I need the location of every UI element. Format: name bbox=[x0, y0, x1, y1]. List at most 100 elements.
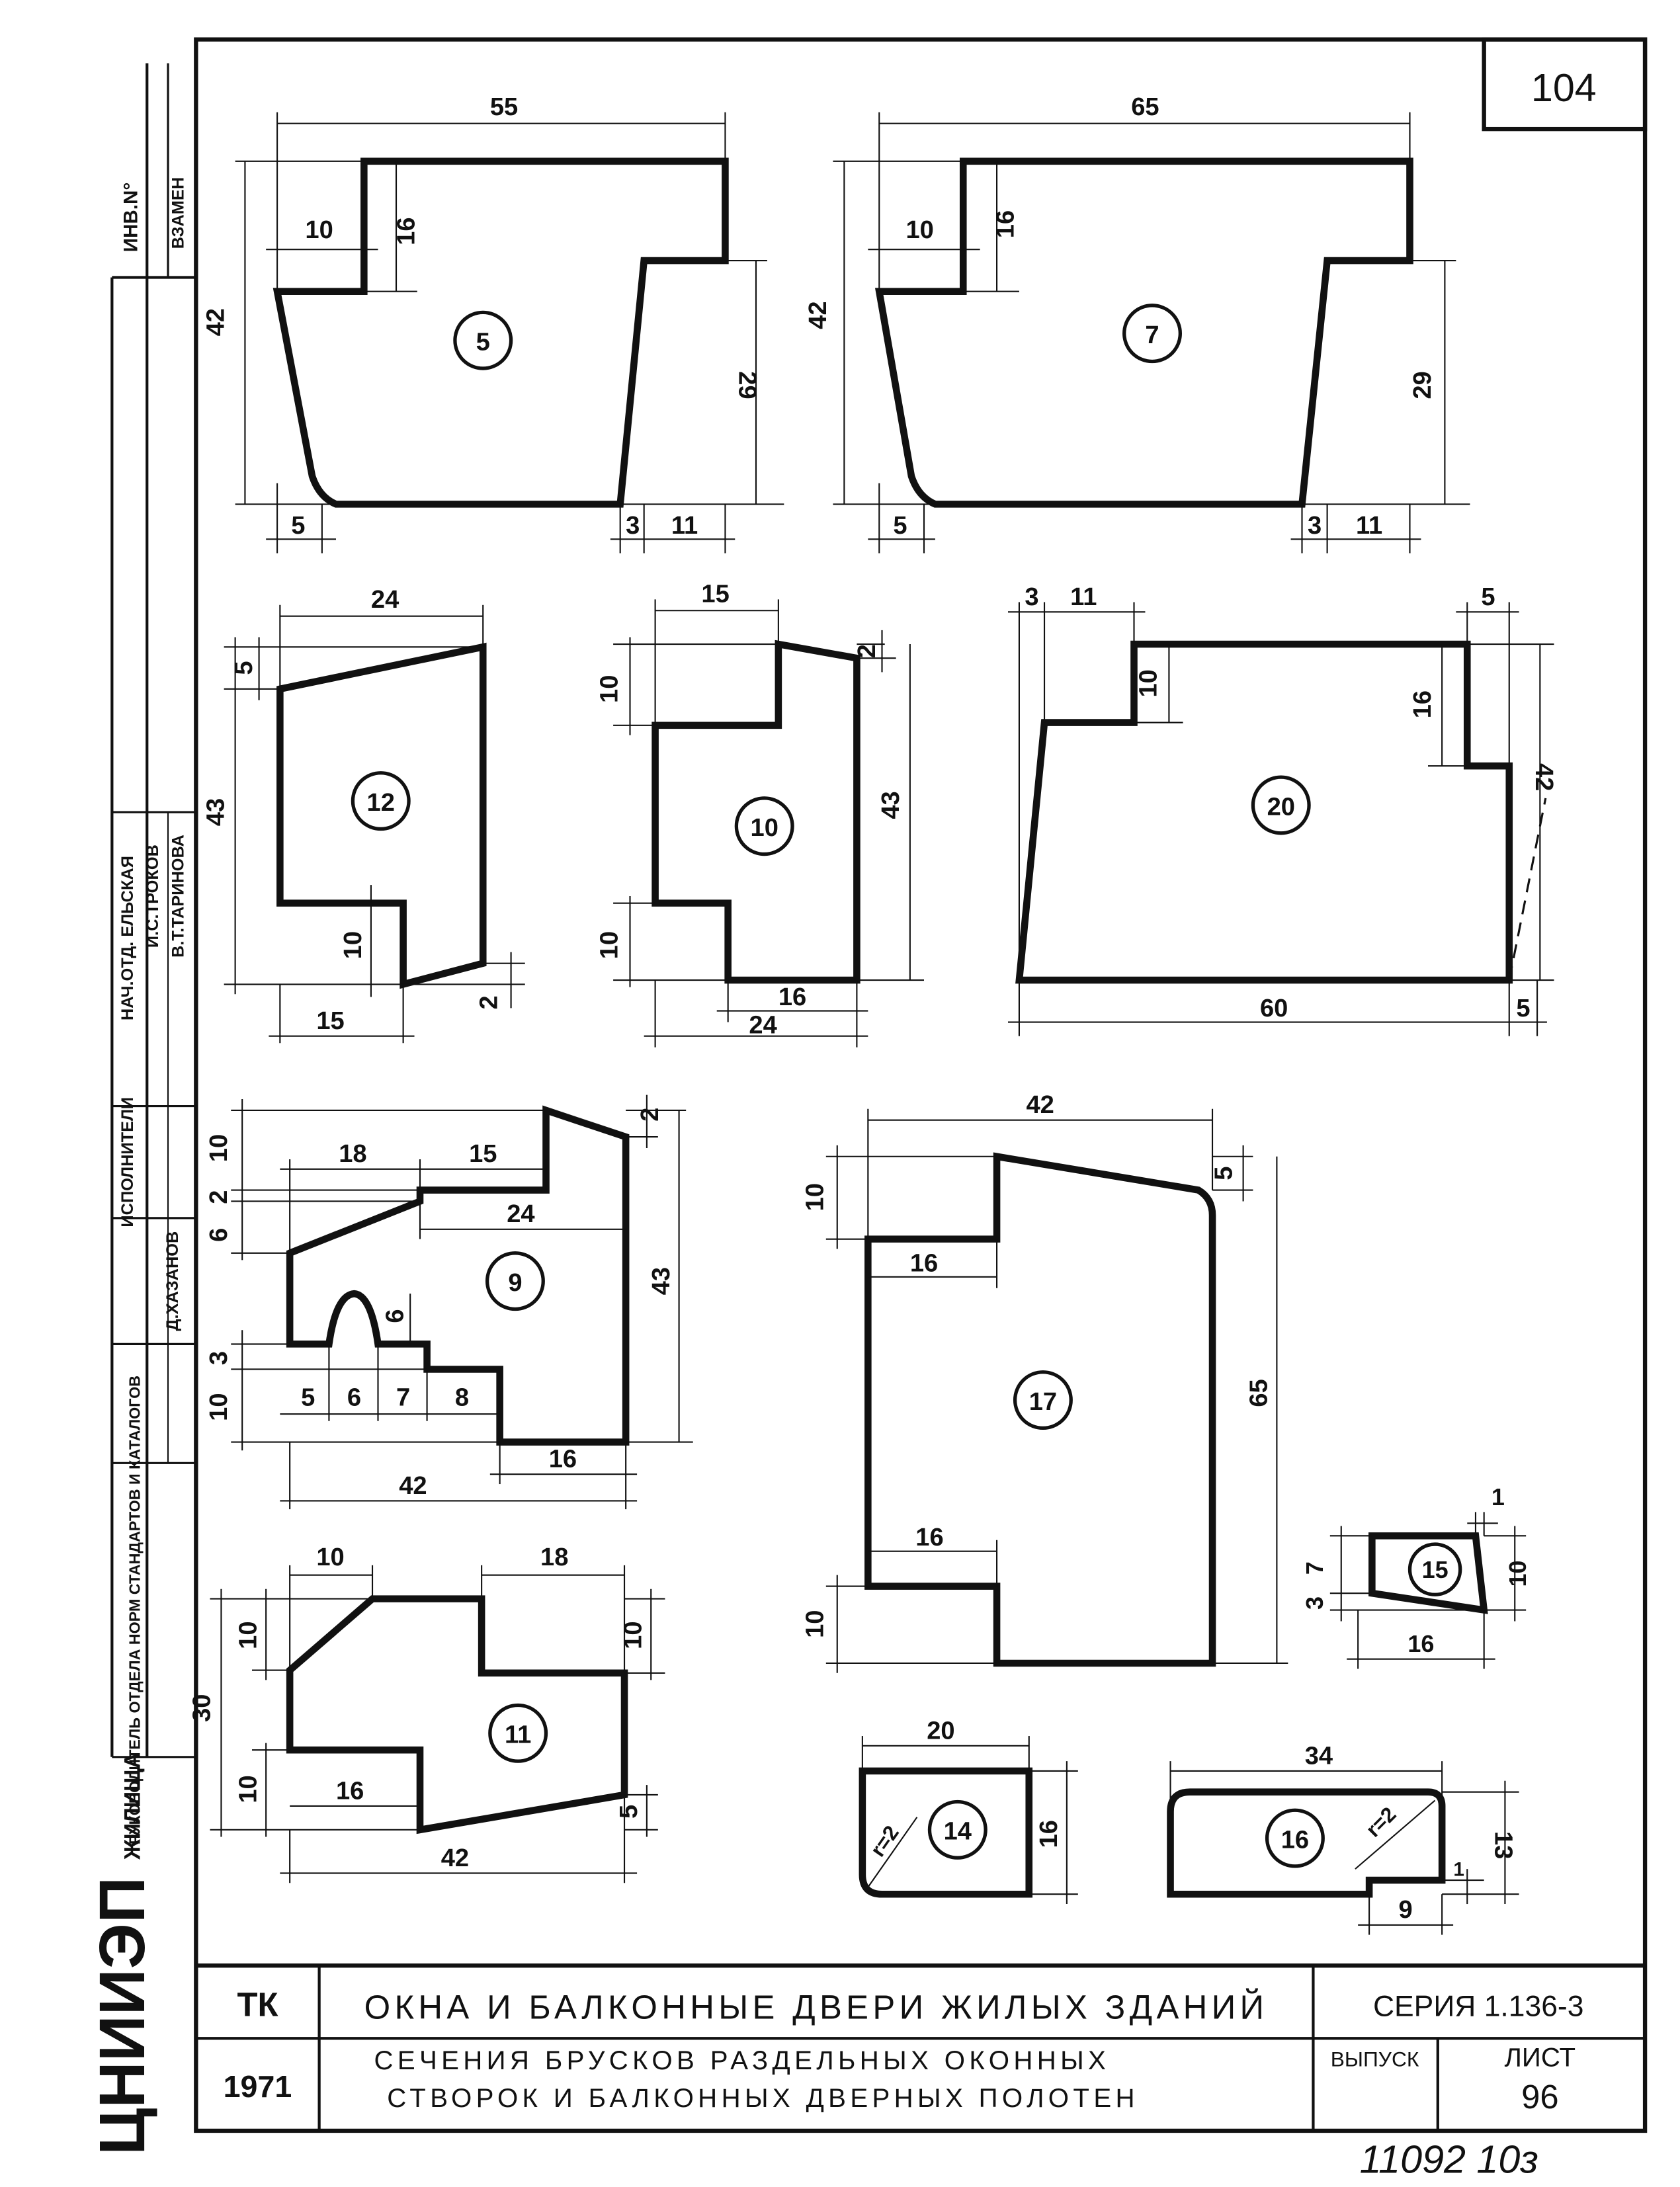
dimension-label: 10 bbox=[802, 1183, 829, 1211]
dimension-label: 5 bbox=[230, 661, 258, 675]
dimension-label: 43 bbox=[648, 1267, 675, 1295]
section-14-marker bbox=[927, 1799, 987, 1860]
side-stamp: ИНВ.N° ВЗАМЕН ИСПОЛНИТЕЛИ НАЧ.ОТД. ЕЛЬСК… bbox=[86, 177, 187, 2155]
section-10-label: 10 bbox=[751, 814, 778, 842]
section-12-marker bbox=[351, 771, 411, 831]
dimension-label: 10 bbox=[1134, 669, 1162, 697]
section-11-label: 11 bbox=[505, 1721, 531, 1749]
dimension-label: 16 bbox=[549, 1446, 577, 1473]
vzamen-label: ВЗАМЕН bbox=[169, 177, 187, 249]
dimension-label: 11 bbox=[1070, 583, 1097, 611]
inv-no-label: ИНВ.N° bbox=[120, 183, 142, 253]
dimension-label: 16 bbox=[1409, 690, 1437, 718]
section-16-outline bbox=[1167, 1788, 1446, 1898]
drawing-subtitle-1: СЕЧЕНИЯ БРУСКОВ РАЗДЕЛЬНЫХ ОКОННЫХ bbox=[374, 2045, 1110, 2075]
section-20: 20 3 11 10 5 16 42 60 5 bbox=[1008, 583, 1558, 1036]
dimension-label: 7 bbox=[396, 1384, 410, 1412]
dimension-label: 3 bbox=[205, 1351, 233, 1365]
handwritten-footer: 11092 10з bbox=[1360, 2137, 1538, 2181]
dimension-label: 5 bbox=[615, 1805, 643, 1819]
section-10-outline bbox=[651, 640, 861, 984]
dimension-label: 5 bbox=[893, 512, 907, 540]
page-number-box bbox=[1482, 37, 1648, 132]
org-subtitle: ЖИЛИЩА bbox=[120, 1753, 146, 1860]
dimension-label: 60 bbox=[1260, 995, 1288, 1022]
dimension-label: 13 bbox=[1490, 1831, 1517, 1859]
dimension-label: 3 bbox=[626, 512, 640, 540]
dimension-label: 10 bbox=[316, 1544, 344, 1571]
section-5-marker bbox=[453, 310, 513, 370]
dimension-label: 16 bbox=[778, 983, 806, 1011]
dimension-label: 43 bbox=[202, 798, 230, 826]
section-17-marker bbox=[1013, 1370, 1073, 1430]
dimension-label: 6 bbox=[205, 1228, 233, 1242]
dimension-label: 2 bbox=[853, 644, 881, 658]
section-12-label: 12 bbox=[367, 789, 395, 817]
issue-label: ВЫПУСК bbox=[1331, 2047, 1419, 2071]
series-label: СЕРИЯ 1.136-3 bbox=[1373, 1990, 1583, 2022]
section-11: 11 10 18 10 10 30 16 10 5 42 bbox=[188, 1544, 665, 1883]
section-7: 7 65 10 16 42 29 5 3 11 bbox=[804, 93, 1470, 554]
dimension-label: 42 bbox=[202, 308, 230, 336]
executor-3: В.Т.ТАРИНОВА bbox=[169, 835, 187, 958]
dimension-label: 9 bbox=[1399, 1896, 1413, 1924]
sheet-number: 96 bbox=[1521, 2078, 1558, 2116]
dimension-label: 10 bbox=[234, 1775, 262, 1803]
section-7-label: 7 bbox=[1145, 321, 1159, 349]
dimension-label: 6 bbox=[347, 1384, 361, 1412]
section-16: 16 34 r=2 13 1 9 bbox=[1167, 1742, 1519, 1935]
section-20-marker bbox=[1251, 775, 1311, 835]
dimension-label: 15 bbox=[469, 1140, 497, 1168]
section-9-outline bbox=[286, 1105, 630, 1446]
dimension-label: 16 bbox=[915, 1524, 943, 1551]
section-14: 14 20 r=2 16 bbox=[859, 1717, 1078, 1905]
dimension-label: 16 bbox=[1035, 1820, 1063, 1848]
dimension-label: 3 bbox=[1308, 512, 1322, 540]
section-7-marker bbox=[1122, 304, 1182, 364]
dimension-label: 11 bbox=[671, 512, 698, 540]
dimension-label: 30 bbox=[188, 1694, 216, 1722]
section-12: 12 24 5 43 10 15 2 bbox=[202, 586, 525, 1044]
dimension-label: 10 bbox=[205, 1393, 233, 1421]
dimension-label: 10 bbox=[1504, 1561, 1531, 1587]
dimension-label: 18 bbox=[339, 1140, 366, 1168]
year-label: 1971 bbox=[224, 2069, 292, 2104]
dimension-label: 6 bbox=[382, 1309, 409, 1323]
section-9-marker bbox=[485, 1251, 545, 1311]
section-15-label: 15 bbox=[1422, 1556, 1449, 1583]
dimension-label: 15 bbox=[701, 581, 729, 608]
dimension-label: 24 bbox=[371, 586, 399, 614]
dimension-label: 42 bbox=[1530, 763, 1558, 791]
dimension-label: 7 bbox=[1301, 1561, 1328, 1575]
dimension-label: 16 bbox=[910, 1249, 938, 1277]
dimension-label: 34 bbox=[1305, 1742, 1333, 1770]
dimension-label: 42 bbox=[441, 1844, 469, 1872]
dimension-label: 10 bbox=[205, 1134, 233, 1162]
section-5: 5 55 10 16 42 29 5 3 11 bbox=[202, 93, 784, 554]
executors-title: ИСПОЛНИТЕЛИ bbox=[118, 1097, 137, 1227]
section-20-label: 20 bbox=[1267, 793, 1295, 821]
section-14-outline bbox=[859, 1767, 1033, 1898]
dimension-label: 10 bbox=[234, 1621, 262, 1649]
dimension-label: 10 bbox=[619, 1621, 647, 1649]
dimension-label: 8 bbox=[455, 1384, 469, 1412]
dimension-label: 10 bbox=[595, 931, 623, 959]
section-17-label: 17 bbox=[1029, 1388, 1057, 1416]
dimension-label: 3 bbox=[1025, 583, 1038, 611]
sheet-frame bbox=[194, 37, 1648, 2133]
section-16-marker bbox=[1265, 1808, 1325, 1868]
dimension-label: 65 bbox=[1245, 1379, 1273, 1407]
section-17: 17 42 10 5 16 65 16 10 bbox=[802, 1091, 1288, 1673]
dimension-label: 1 bbox=[1453, 1859, 1464, 1881]
section-5-outline bbox=[273, 157, 729, 508]
head-name: Д.ХАЗАНОВ bbox=[163, 1231, 182, 1331]
dimension-label: 29 bbox=[1409, 371, 1437, 399]
dimension-label: 10 bbox=[305, 216, 333, 244]
dimension-label: 10 bbox=[802, 1610, 829, 1638]
dimension-label: 16 bbox=[336, 1777, 364, 1805]
dimension-label: 24 bbox=[507, 1200, 534, 1228]
dimension-label: 2 bbox=[636, 1108, 664, 1122]
section-5-label: 5 bbox=[476, 329, 490, 356]
dimension-label: 65 bbox=[1131, 93, 1159, 121]
dimension-label: 5 bbox=[291, 512, 305, 540]
